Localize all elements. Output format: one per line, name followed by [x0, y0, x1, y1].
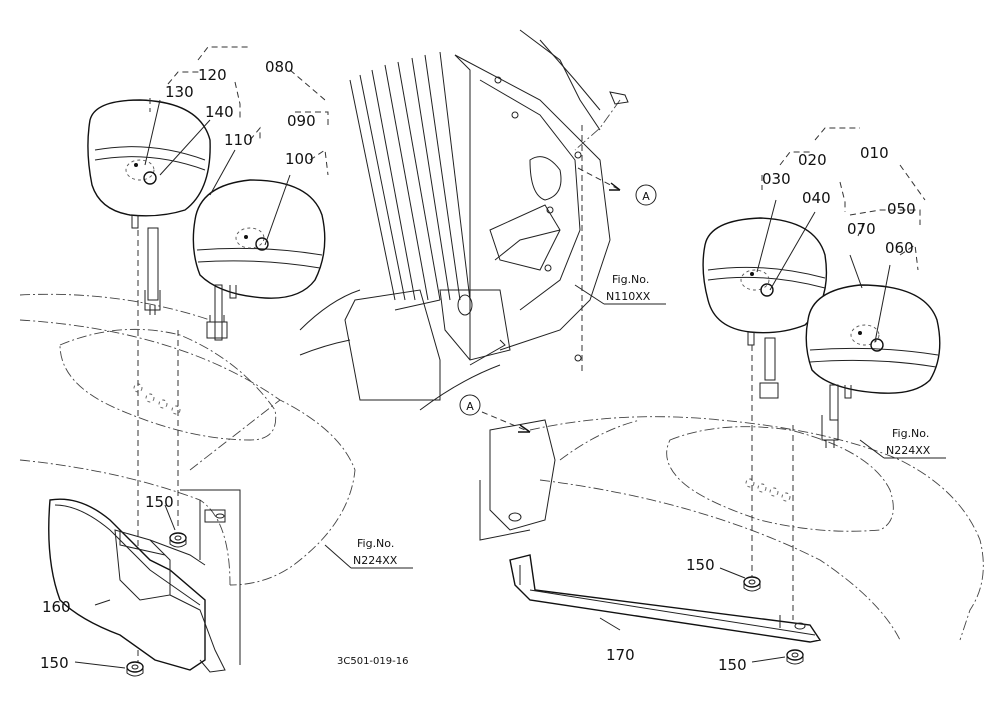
bracket-160 — [48, 498, 226, 673]
figure-ref-n224-right: Fig.No. N224XX — [859, 427, 946, 459]
callout-120: 120 — [198, 66, 227, 84]
fastener-150-right-lower — [786, 649, 804, 665]
callout-080: 080 — [265, 58, 294, 76]
fig-no-value-n110: N110XX — [606, 290, 651, 303]
headrest-080-assembly — [87, 99, 211, 315]
callout-100: 100 — [285, 150, 314, 168]
callout-010: 010 — [860, 144, 889, 162]
callout-050: 050 — [887, 200, 916, 218]
callout-150-right-lower: 150 — [718, 656, 747, 674]
fig-no-value-n224-left: N224XX — [353, 554, 398, 567]
headrest-050-assembly — [805, 284, 941, 448]
bracket-170 — [509, 554, 822, 643]
callout-040: 040 — [802, 189, 831, 207]
callout-070: 070 — [847, 220, 876, 238]
callout-170: 170 — [606, 646, 635, 664]
fig-no-label-1: Fig.No. — [612, 273, 649, 286]
marker-a-label: A — [642, 190, 650, 203]
callout-140: 140 — [205, 103, 234, 121]
fastener-150-right-upper — [743, 576, 761, 592]
callout-090: 090 — [287, 112, 316, 130]
fastener-150-left-lower — [126, 661, 144, 677]
callout-110: 110 — [224, 131, 253, 149]
leader-lines — [74, 99, 891, 669]
callout-labels: 080 120 130 140 090 110 100 150 160 150 … — [40, 58, 916, 674]
fig-no-label-2: Fig.No. — [357, 537, 394, 550]
headrest-010-assembly — [702, 217, 828, 399]
figure-ref-n224-left: Fig.No. N224XX — [324, 537, 413, 569]
cab-pillar-frame — [299, 29, 629, 411]
callout-030: 030 — [762, 170, 791, 188]
callout-160: 160 — [42, 598, 71, 616]
callout-130: 130 — [165, 83, 194, 101]
callout-brackets-left — [149, 46, 329, 176]
callout-150-left-lower: 150 — [40, 654, 69, 672]
figure-ref-n110: Fig.No. N110XX — [574, 273, 666, 305]
callout-020: 020 — [798, 151, 827, 169]
callout-brackets-right — [761, 127, 926, 271]
reference-marker-a-lower: A — [459, 394, 531, 433]
drawing-code: 3C501-019-16 — [337, 656, 408, 667]
callout-150-right-upper: 150 — [686, 556, 715, 574]
fig-no-value-n224-right: N224XX — [886, 444, 931, 457]
callout-060: 060 — [885, 239, 914, 257]
callout-150-left-upper: 150 — [145, 493, 174, 511]
fastener-150-left-upper — [169, 532, 187, 548]
reference-marker-a-upper: A — [577, 167, 657, 206]
headrest-090-assembly — [192, 179, 326, 341]
fig-no-label-3: Fig.No. — [892, 427, 929, 440]
marker-a-label-lower: A — [466, 400, 474, 413]
